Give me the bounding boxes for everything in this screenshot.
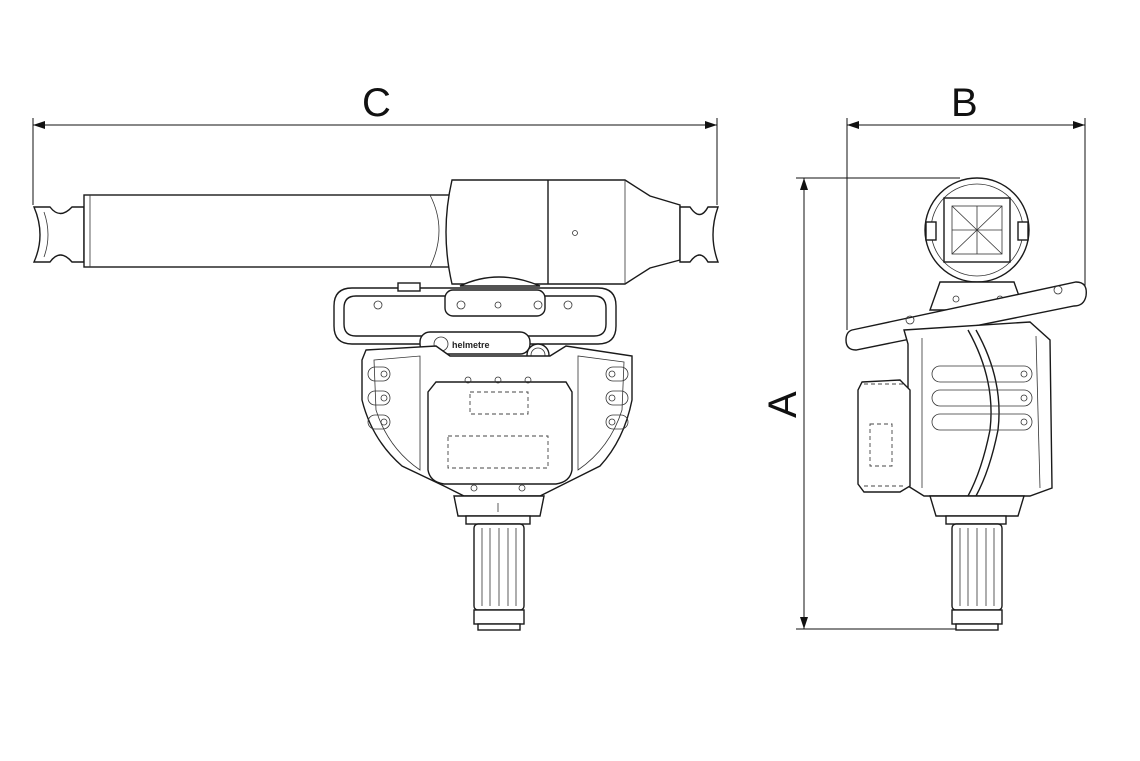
grip-left	[367, 366, 391, 430]
dimension-c: C	[32, 81, 718, 205]
extension-tube	[83, 194, 451, 268]
dimension-c-label: C	[362, 81, 391, 125]
display-window-bottom	[447, 435, 549, 469]
side-view-tool	[845, 177, 1087, 631]
dimension-a-label: A	[761, 391, 805, 418]
reaction-fork-left	[32, 206, 85, 263]
reaction-fork-right	[679, 206, 720, 263]
side-main-body	[903, 321, 1053, 497]
front-view-tool: helmetre	[32, 179, 720, 631]
dimension-b-label: B	[951, 81, 978, 125]
gear-housing	[445, 179, 681, 285]
side-display	[857, 379, 911, 493]
side-grip-ribs	[931, 365, 1033, 431]
brand-logo-text: helmetre	[452, 340, 490, 350]
display-window-top	[469, 391, 529, 415]
dimension-b: B	[846, 81, 1086, 330]
display-panel	[427, 381, 573, 485]
dimension-a: A	[761, 177, 960, 630]
brand-band	[419, 331, 531, 355]
grip-right	[605, 366, 629, 430]
